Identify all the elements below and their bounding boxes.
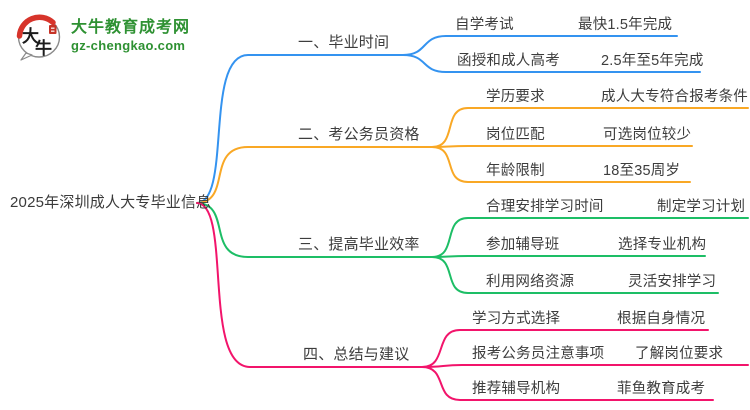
- branch-3-child-3-value: 灵活安排学习: [628, 274, 717, 290]
- branch-1-child-1-value: 最快1.5年完成: [578, 17, 673, 33]
- site-name: 大牛教育成考网: [71, 19, 191, 36]
- branch-1-child-1-label: 自学考试: [455, 17, 514, 33]
- branch-3-child-2-value: 选择专业机构: [618, 237, 707, 253]
- daniu-logo-icon: 大 牛: [16, 14, 61, 61]
- branch-3-child-1-value: 制定学习计划: [657, 199, 746, 215]
- branch-2-child-1-label: 学历要求: [486, 89, 545, 105]
- branch-2-child-1-value: 成人大专符合报考条件: [601, 89, 748, 105]
- branch-3-label: 三、提高毕业效率: [298, 236, 420, 253]
- branch-4-child-2-label: 报考公务员注意事项: [472, 346, 605, 362]
- branch-3-child-1-label: 合理安排学习时间: [486, 199, 604, 215]
- site-domain: gz-chengkao.com: [71, 38, 186, 53]
- branch-2-child-3-value: 18至35周岁: [603, 163, 681, 179]
- branch-2-child-2-label: 岗位匹配: [486, 127, 545, 143]
- branch-1-child-2-label: 函授和成人高考: [457, 53, 560, 69]
- branch-3-child-3-label: 利用网络资源: [486, 274, 575, 290]
- branch-1-lines: [196, 35, 701, 204]
- branch-4-child-3-label: 推荐辅导机构: [472, 381, 561, 397]
- branch-4-label: 四、总结与建议: [303, 346, 410, 363]
- branch-1-child-2-value: 2.5年至5年完成: [601, 53, 704, 69]
- branch-4-child-1-value: 根据自身情况: [617, 311, 706, 327]
- branch-3-child-2-label: 参加辅导班: [486, 237, 560, 253]
- branch-4-child-1-label: 学习方式选择: [472, 311, 561, 327]
- branch-2-child-3-label: 年龄限制: [486, 163, 545, 179]
- root-node: 2025年深圳成人大专毕业信息: [10, 194, 212, 211]
- branch-1-label: 一、毕业时间: [298, 34, 390, 51]
- svg-text:大: 大: [22, 26, 39, 47]
- site-logo[interactable]: 大 牛 大牛教育成考网 gz-chengkao.com: [16, 14, 190, 62]
- branch-4-lines: [196, 202, 749, 401]
- branch-2-child-2-value: 可选岗位较少: [603, 127, 692, 143]
- branch-4-child-2-value: 了解岗位要求: [635, 346, 724, 362]
- branch-4-child-3-value: 菲鱼教育成考: [617, 381, 706, 397]
- branch-2-lines: [196, 107, 749, 204]
- branch-2-label: 二、考公务员资格: [298, 126, 420, 143]
- branch-3-lines: [196, 202, 749, 294]
- svg-text:牛: 牛: [35, 38, 52, 59]
